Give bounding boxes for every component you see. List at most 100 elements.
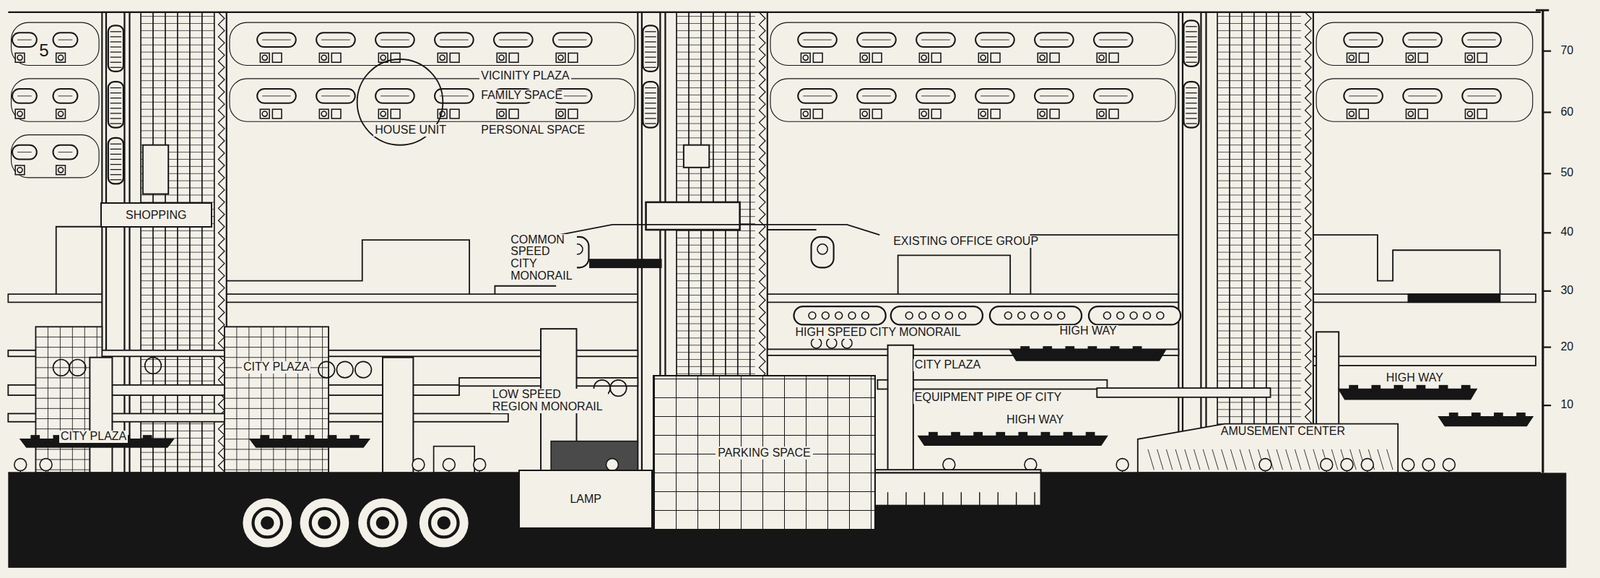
elevator-stripe: [110, 179, 123, 180]
unit-mark: [1467, 111, 1473, 117]
unit-box: [859, 52, 870, 63]
unit-box: [390, 52, 400, 63]
highway-deck: [249, 438, 369, 447]
car-window: [1044, 311, 1052, 320]
tower-grid: [676, 51, 756, 53]
elevator-stripe: [644, 122, 657, 124]
tower-grid: [140, 244, 215, 246]
plaza-label: CITY PLAZA: [241, 360, 311, 374]
office-outline: [1030, 234, 1179, 297]
capsule: [12, 32, 37, 47]
plaza-deck: [1096, 387, 1271, 398]
housing-tube: [1316, 22, 1533, 65]
capsule-line: [498, 39, 528, 41]
capsule-line: [262, 95, 291, 97]
unit-box: [990, 52, 1000, 63]
tower-grid: [140, 401, 215, 403]
tree: [1259, 458, 1272, 471]
car-window: [1057, 311, 1065, 320]
tower-grid: [676, 237, 756, 239]
tower-grid: [1217, 287, 1302, 289]
monorail-car: [890, 306, 983, 325]
unit-mark: [439, 54, 445, 60]
unit-mark: [980, 111, 986, 117]
tower-grid: [1217, 294, 1302, 296]
plaza-label: CITY PLAZA: [913, 358, 982, 372]
capsule-line: [980, 95, 1010, 97]
tower-grid: [1217, 158, 1302, 160]
unit-box: [1418, 52, 1428, 63]
plaza-label: CITY PLAZA: [59, 429, 128, 443]
unit-mark: [58, 54, 64, 60]
tower-column: [128, 12, 130, 473]
ramp-loop: [355, 361, 372, 378]
elevator-stripe: [110, 41, 123, 42]
capsule-line: [58, 151, 73, 153]
car-window: [862, 311, 870, 320]
building-grid: [224, 459, 329, 460]
monorail-car: [794, 306, 886, 325]
car: [1110, 345, 1120, 351]
tower-grid: [1277, 12, 1280, 473]
tower-grid: [1217, 344, 1302, 346]
hatch: [1387, 449, 1393, 470]
box-text: PARKING SPACE: [715, 446, 813, 460]
unit-mark: [17, 54, 23, 60]
building-grid: [285, 326, 286, 473]
elevator-stripe: [1185, 122, 1198, 124]
tower-grid: [140, 465, 215, 467]
elevator-stripe: [110, 117, 123, 119]
building-grid: [84, 326, 86, 473]
unit-mark: [17, 167, 23, 173]
building-grid: [297, 326, 299, 473]
hatch: [1221, 449, 1228, 470]
unit-box: [319, 109, 329, 119]
scale-tick: [1542, 290, 1551, 292]
tower-grid: [676, 366, 756, 367]
transit-label: COMMON SPEED CITY MONORAIL: [509, 233, 577, 283]
tower-grid: [676, 187, 756, 189]
elevator-stripe: [1185, 41, 1198, 42]
tower-grid: [1217, 351, 1302, 353]
tree: [811, 337, 822, 349]
elevator-car: [108, 81, 124, 128]
unit-box: [1347, 52, 1357, 63]
building-grid: [224, 407, 329, 409]
scale-number: 10: [1558, 397, 1575, 411]
road-label: HIGH WAY: [1384, 371, 1445, 385]
unit-box: [15, 109, 25, 119]
elevator-stripe: [1185, 36, 1198, 37]
tower-grid: [676, 15, 756, 17]
ramp-loop: [336, 361, 354, 378]
elevator-stripe: [644, 41, 657, 42]
unit-box: [1418, 109, 1428, 119]
elevator-stripe: [1185, 25, 1198, 27]
car: [1132, 345, 1143, 351]
capsule: [257, 32, 297, 47]
elevator-stripe: [110, 174, 123, 175]
housing-tube: [770, 22, 1176, 65]
unit-mark: [321, 54, 327, 60]
unit-mark: [262, 111, 268, 117]
unit-box: [812, 52, 823, 63]
capsule: [12, 145, 37, 160]
hatch: [1303, 449, 1310, 470]
tower-grid: [676, 80, 756, 81]
tower-grid: [676, 23, 756, 24]
capsule-line: [1348, 95, 1378, 97]
unit-box: [1464, 109, 1475, 119]
scale-number: 30: [1558, 283, 1575, 297]
unit-mark: [1407, 111, 1413, 117]
tower-grid: [140, 280, 215, 281]
elevator-stripe: [644, 46, 657, 47]
unit-box: [800, 109, 811, 119]
car: [259, 434, 270, 439]
tree: [412, 458, 425, 471]
capsule: [1093, 88, 1133, 104]
capsule: [1402, 32, 1442, 47]
tower-grid: [676, 87, 756, 89]
unit-mark: [558, 54, 564, 60]
car: [142, 434, 153, 439]
monorail-track: [558, 224, 880, 235]
elevator-stripe: [110, 51, 123, 52]
